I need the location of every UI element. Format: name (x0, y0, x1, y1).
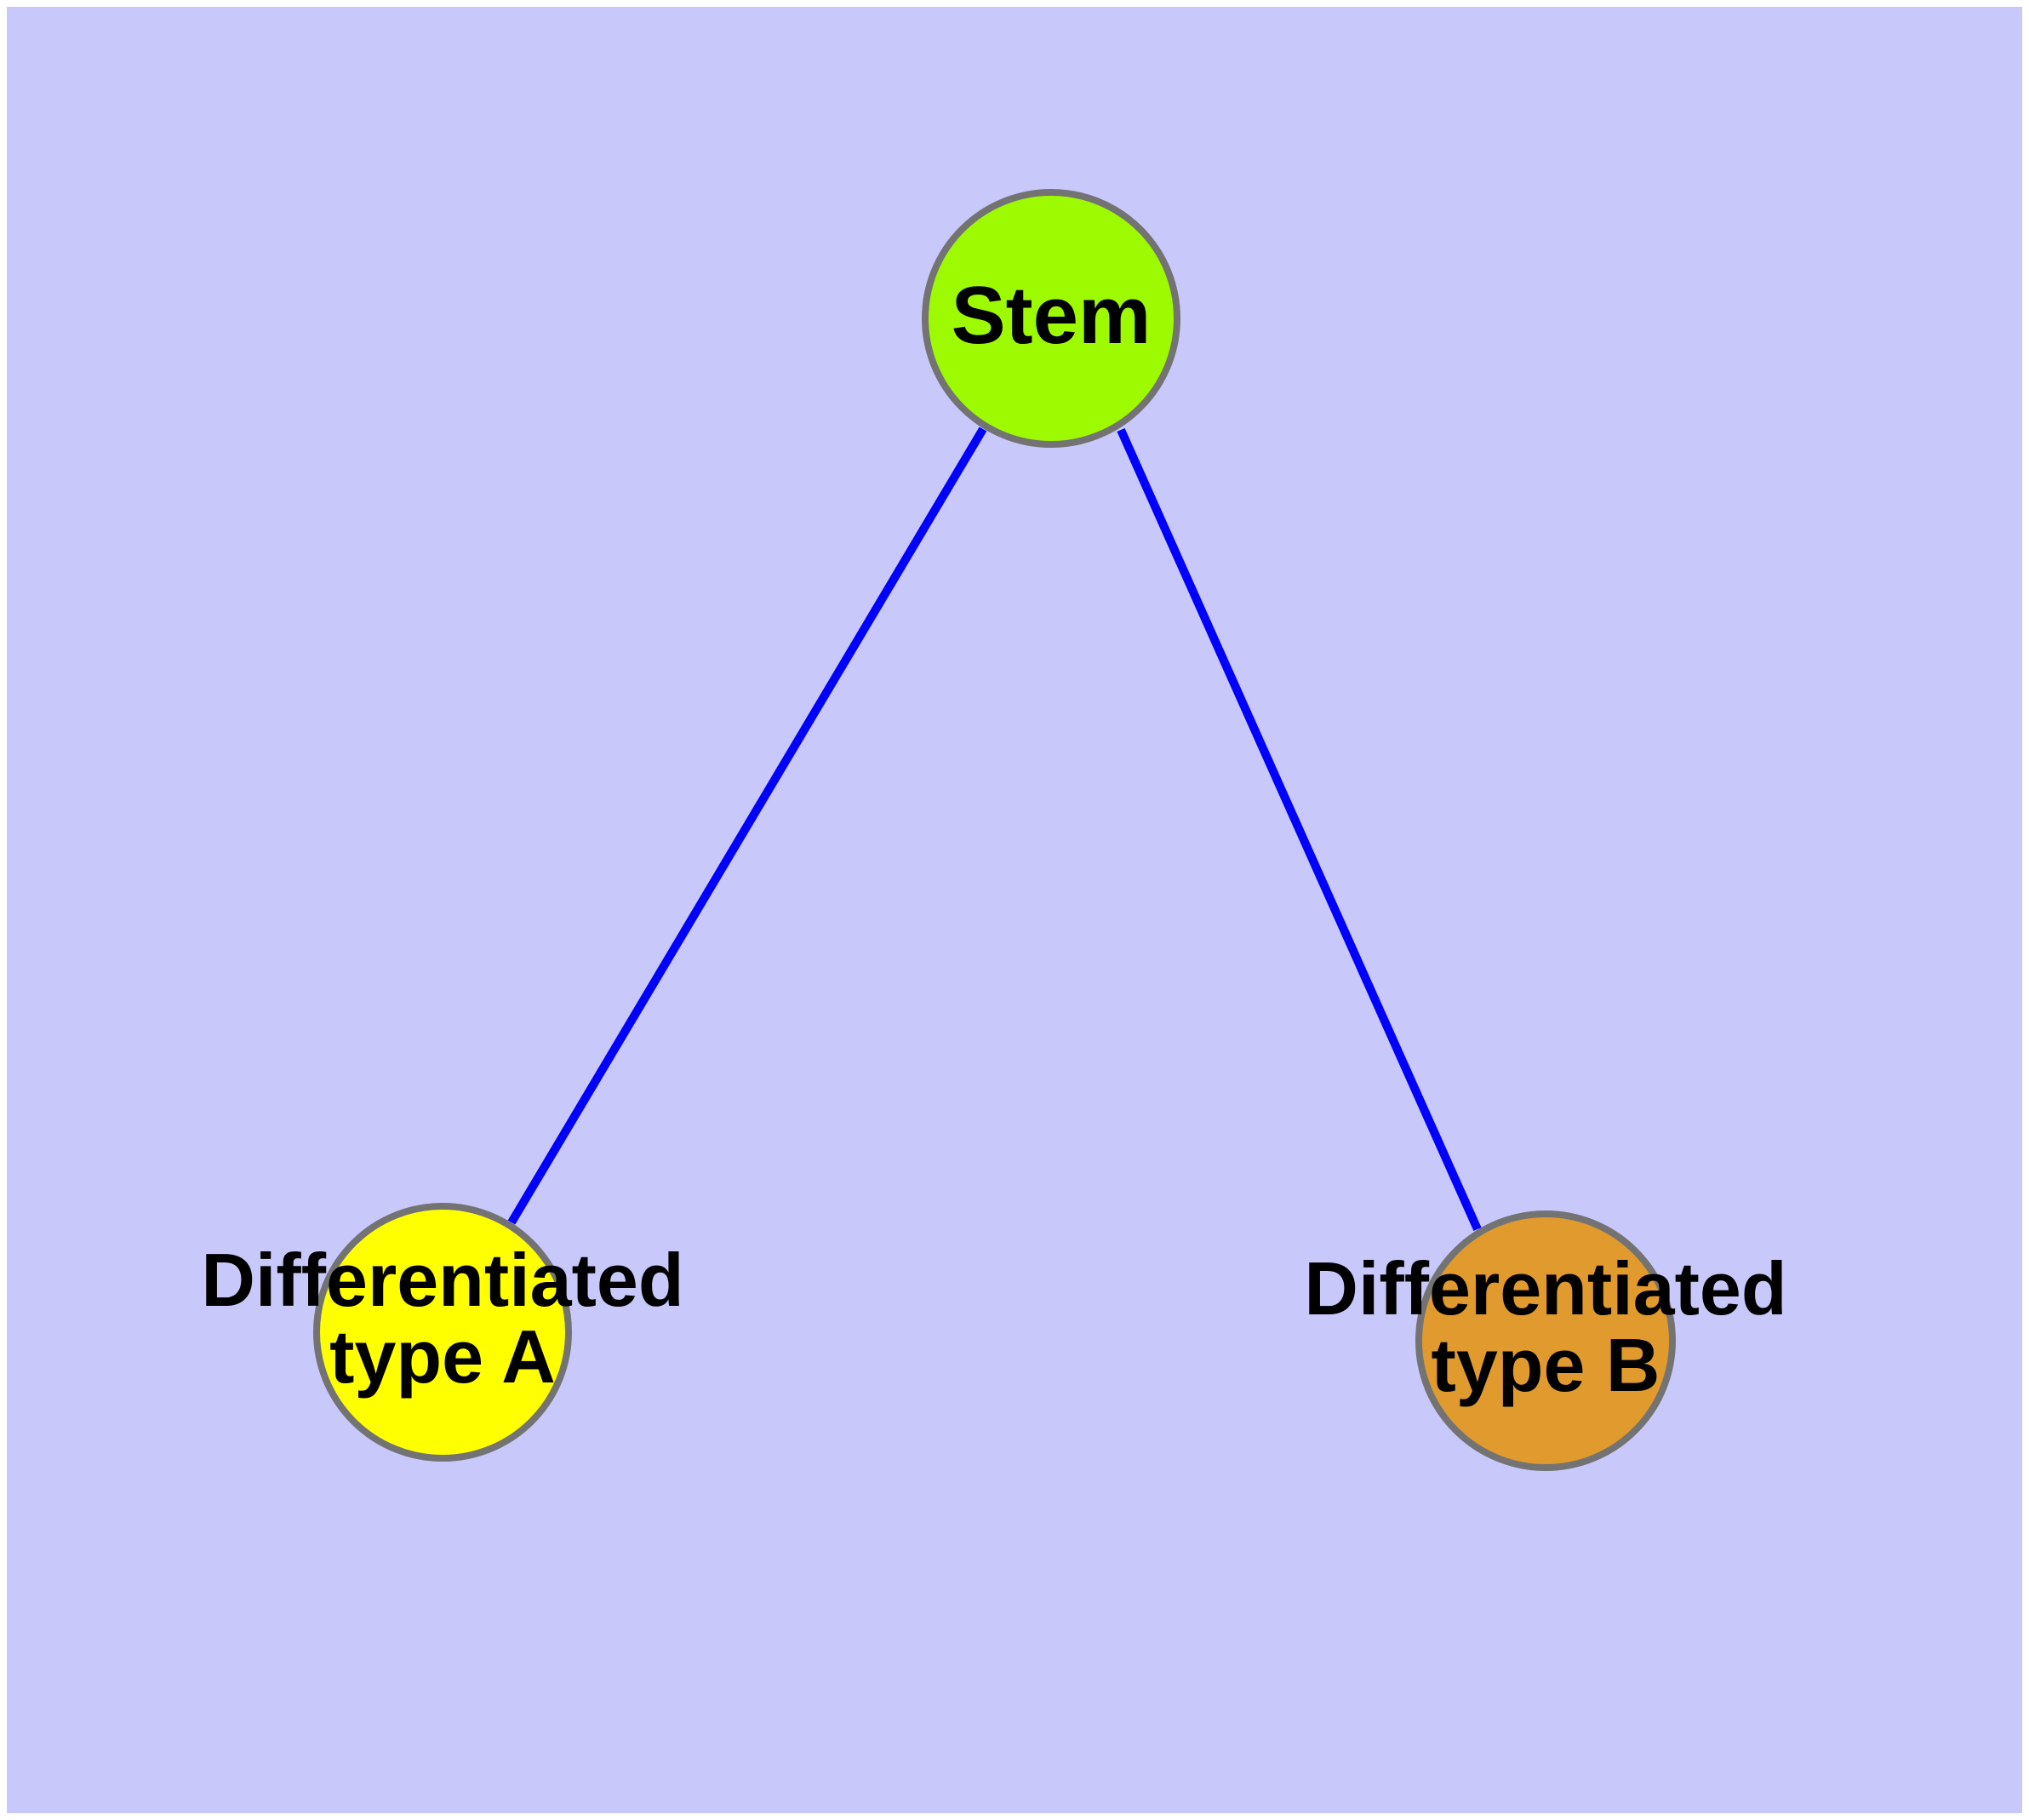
edge-stem-to-differentiated-a[interactable] (507, 426, 987, 1225)
node-stem[interactable] (922, 189, 1180, 448)
node-differentiated-type-b[interactable] (1415, 1210, 1676, 1471)
edge-stem-to-differentiated-b[interactable] (1117, 427, 1482, 1232)
node-differentiated-type-a[interactable] (313, 1203, 572, 1462)
